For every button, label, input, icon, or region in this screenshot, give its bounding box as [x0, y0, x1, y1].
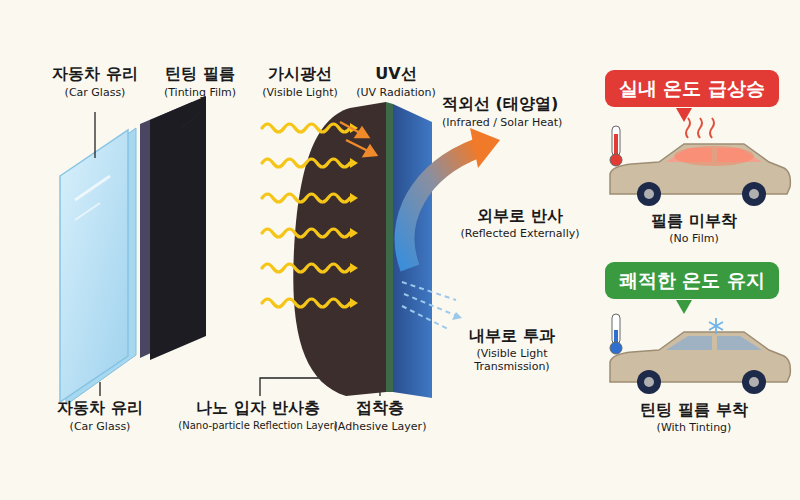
- thermometer-hot: [610, 126, 622, 166]
- part-label: 접착층: [356, 398, 404, 417]
- part-label-english: (UV Radiation): [356, 86, 436, 99]
- part-label: 필름 미부착: [651, 211, 737, 230]
- part-label: 외부로 반사: [477, 206, 563, 225]
- part-label-english: (No Film): [669, 232, 718, 245]
- leader-line: [180, 112, 200, 130]
- wave-head: [350, 193, 358, 203]
- wave-head: [350, 228, 358, 238]
- part-label: 틴팅 필름: [165, 64, 235, 83]
- bubble-text: 쾌적한 온도 유지: [619, 269, 765, 291]
- speech-bubble: 쾌적한 온도 유지: [605, 262, 779, 299]
- part-label: 내부로 투과: [469, 326, 555, 345]
- part-label: 자동차 유리: [57, 398, 143, 417]
- part-label-english: (With Tinting): [657, 421, 732, 434]
- light-wave: [262, 229, 350, 237]
- car-with-tinting: [610, 332, 790, 394]
- part-label-english: (Car Glass): [65, 86, 126, 99]
- reflected-arrow: [405, 148, 478, 268]
- wave-head: [350, 298, 358, 308]
- light-wave: [262, 264, 350, 272]
- uv-arrows: [340, 122, 376, 156]
- speech-bubble: 실내 온도 급상승: [605, 70, 779, 107]
- part-label-english: (Visible Light Transmission): [452, 347, 572, 373]
- transmission-lines: [402, 282, 462, 330]
- part-label: 적외선 (태양열): [442, 94, 558, 113]
- bubble-tail: [676, 300, 692, 314]
- part-label-english: (Reflected Externally): [460, 227, 579, 240]
- part-label-english: (Infrared / Solar Heat): [442, 116, 562, 129]
- part-label-english: (Car Glass): [70, 420, 131, 433]
- part-label: 자동차 유리: [52, 64, 138, 83]
- adhesive-layer: [386, 102, 393, 392]
- part-label-english: (Tinting Film): [164, 86, 236, 99]
- part-label: 가시광선: [268, 64, 332, 83]
- part-label: 나노 입자 반사층: [196, 398, 319, 417]
- arrow-head: [470, 128, 500, 168]
- part-label-english: (Visible Light): [262, 86, 337, 99]
- car-no-film: [610, 144, 790, 206]
- thermometer-cool: [610, 314, 622, 354]
- part-label: 틴팅 필름 부착: [640, 400, 747, 419]
- snowflake: [709, 318, 723, 334]
- wave-head: [350, 263, 358, 273]
- part-label-english: (Nano-particle Reflection Layer): [178, 420, 337, 432]
- visible-light-waves: [262, 123, 358, 308]
- light-wave: [262, 124, 350, 132]
- part-label: UV선: [375, 64, 416, 83]
- leader-line: [94, 112, 95, 158]
- part-label-english: (Adhesive Layer): [334, 420, 427, 433]
- nano-reflection-layer: [293, 102, 386, 396]
- leader-line: [99, 382, 100, 396]
- light-wave: [262, 159, 350, 167]
- car-glass: [60, 130, 128, 402]
- tinting-film: [150, 96, 206, 360]
- heat-waves: [686, 118, 714, 138]
- light-wave: [262, 194, 350, 202]
- wave-head: [350, 158, 358, 168]
- light-wave: [262, 299, 350, 307]
- bubble-text: 실내 온도 급상승: [619, 77, 765, 99]
